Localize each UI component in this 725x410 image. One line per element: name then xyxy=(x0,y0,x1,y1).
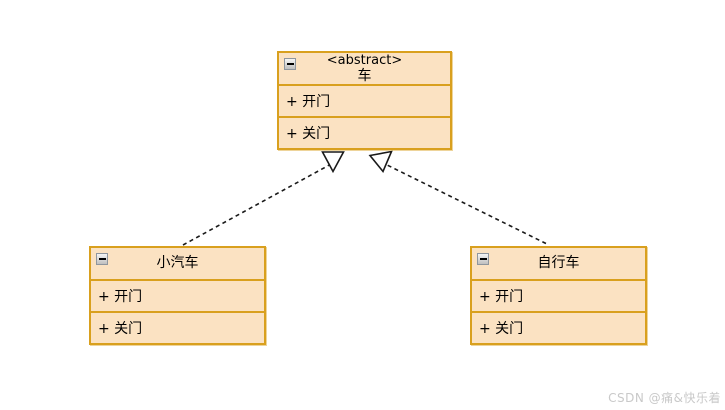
realization-line-left[interactable] xyxy=(182,162,334,246)
minus-icon xyxy=(286,63,294,65)
method-item: + 开门 xyxy=(472,279,645,311)
hollow-triangle-arrowhead-left[interactable] xyxy=(321,151,345,174)
minus-icon xyxy=(98,258,106,260)
minus-icon xyxy=(479,258,487,260)
class-name: 车 xyxy=(357,68,372,84)
method-item: + 关门 xyxy=(91,311,264,343)
method-item: + 开门 xyxy=(279,84,450,116)
realization-line-right[interactable] xyxy=(380,161,550,246)
class-name: 小汽车 xyxy=(156,255,199,271)
class-header-left-child: 小汽车 xyxy=(91,248,264,279)
class-header-right-child: 自行车 xyxy=(472,248,645,279)
method-item: + 关门 xyxy=(472,311,645,343)
class-box-parent[interactable]: <abstract> 车 + 开门 + 关门 xyxy=(277,51,452,150)
method-item: + 关门 xyxy=(279,116,450,148)
watermark: CSDN @痛&快乐着 xyxy=(608,391,721,405)
class-stereotype: <abstract> xyxy=(326,53,403,68)
collapse-icon[interactable] xyxy=(477,253,489,265)
class-box-right-child[interactable]: 自行车 + 开门 + 关门 xyxy=(470,246,647,345)
collapse-icon[interactable] xyxy=(96,253,108,265)
class-box-left-child[interactable]: 小汽车 + 开门 + 关门 xyxy=(89,246,266,345)
method-item: + 开门 xyxy=(91,279,264,311)
collapse-icon[interactable] xyxy=(284,58,296,70)
hollow-triangle-arrowhead-right[interactable] xyxy=(368,150,393,174)
class-name: 自行车 xyxy=(537,255,580,271)
class-header-parent: <abstract> 车 xyxy=(279,53,450,84)
